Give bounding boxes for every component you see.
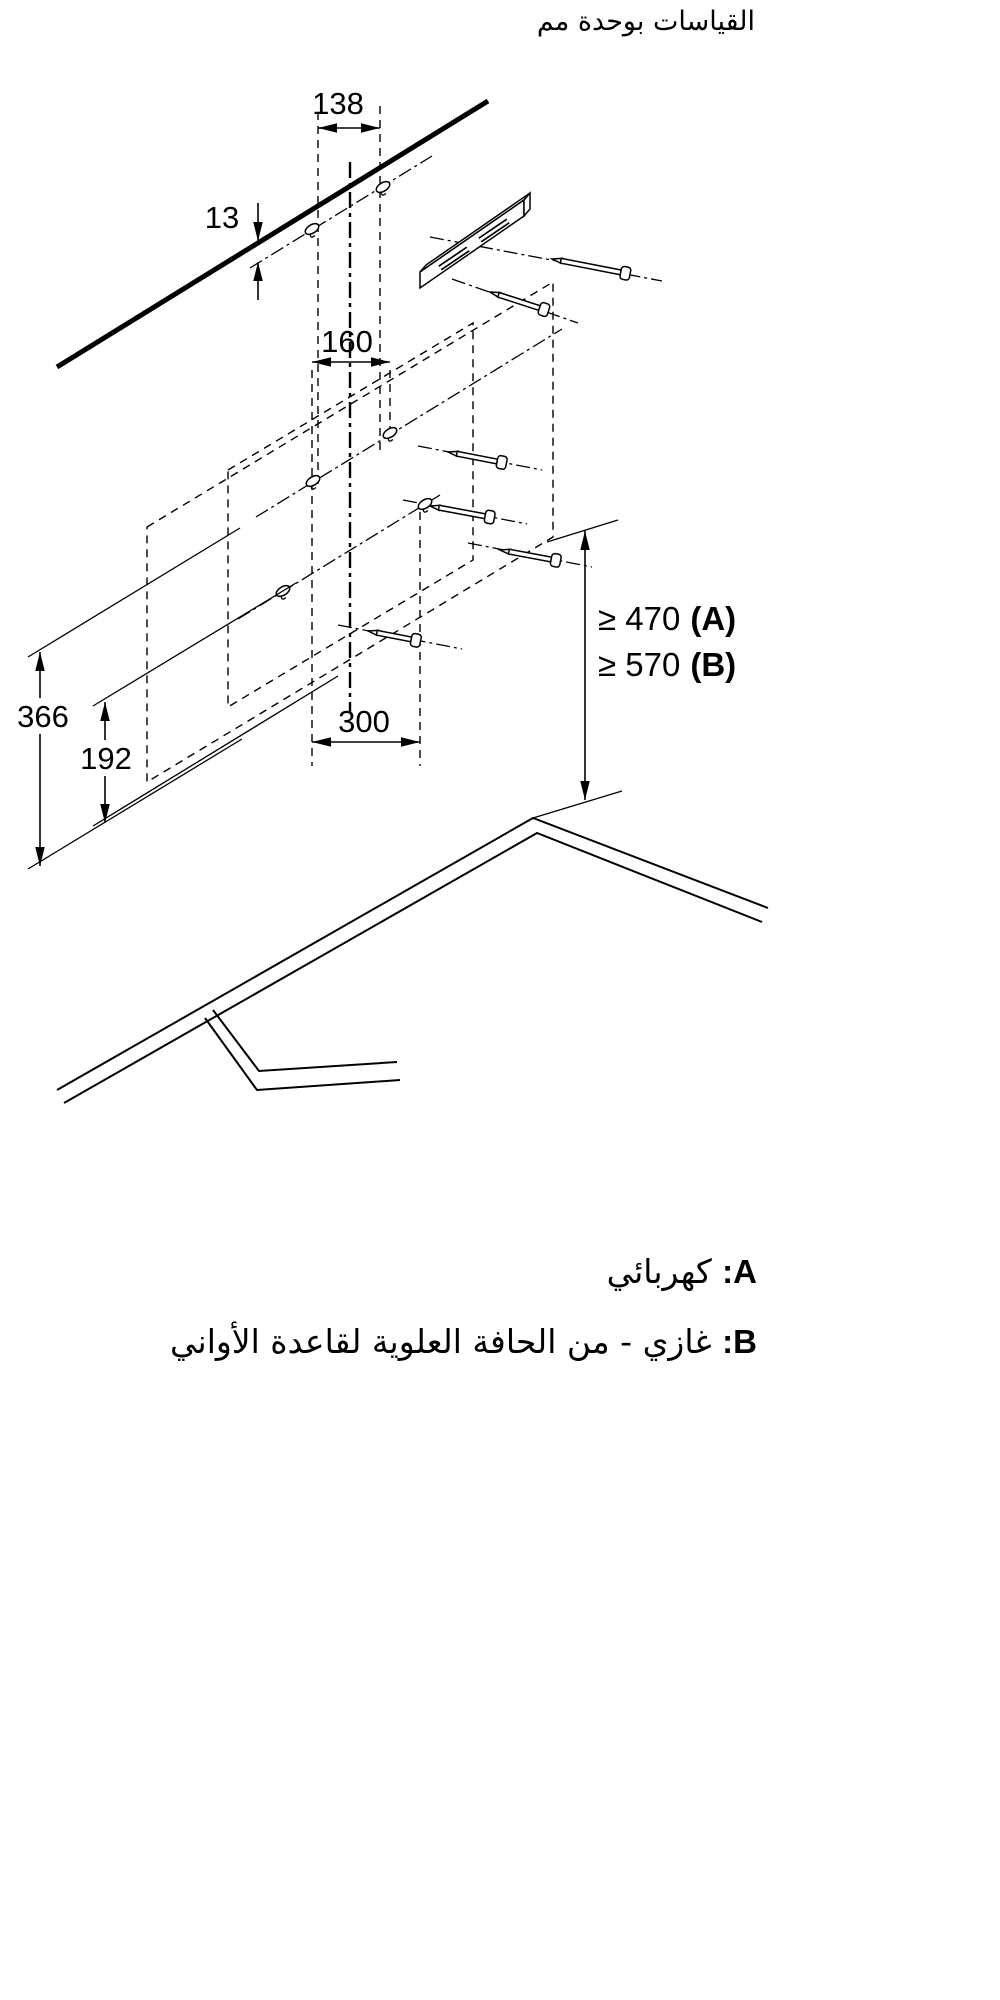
clearance-dimension: ≥ 470(A) ≥ 570(B) [532,519,736,819]
dimension-138: 138 [312,86,380,133]
hood-outline-dashed [146,280,554,784]
clearance-a-label: ≥ 470(A) [598,600,736,637]
legend-a-key: A: [722,1253,757,1290]
mounting-bracket [419,190,531,290]
mounting-hole-icon [417,497,433,513]
screw-axis-lines [337,236,663,650]
bracket-slot [438,246,470,271]
cooktop-outline [56,816,769,1104]
units-note: القياسات بوحدة مم [536,6,755,37]
mounting-hole-icon [375,180,391,196]
legend-b: B: غازي - من الحافة العلوية لقاعدة الأوا… [170,1322,757,1361]
mounting-holes [275,180,433,600]
dimension-192: 192 [78,582,339,827]
mounting-hole-icon [382,426,398,442]
screw-icon [445,450,508,470]
dimension-138-label: 138 [312,86,364,121]
dimension-160: 160 [312,324,390,367]
dimension-160-label: 160 [321,324,373,359]
installation-diagram: 138 13 160 300 366 [13,86,769,1104]
screw-icon [427,504,496,525]
screw-icon [497,548,562,568]
wall-line [55,98,490,370]
screw-icon [365,629,422,648]
mounting-hole-icon [304,222,320,238]
dimension-192-label: 192 [80,741,132,776]
screws [365,257,632,648]
legend-b-text: غازي - من الحافة العلوية لقاعدة الأواني [170,1322,712,1361]
legend-a: A: كهربائي [607,1252,757,1291]
dimension-300: 300 [312,704,420,747]
dimension-366: 366 [13,527,243,870]
projection-lines [311,106,421,766]
dimension-13-label: 13 [205,200,239,235]
screw-icon [487,291,551,318]
legend-b-key: B: [722,1323,757,1360]
dimension-366-label: 366 [17,699,69,734]
bracket-slot [478,218,510,243]
dimension-300-label: 300 [338,704,390,739]
clearance-b-label: ≥ 570(B) [598,646,736,683]
screw-icon [549,257,632,281]
mounting-hole-icon [305,474,321,490]
dimension-13: 13 [205,200,263,300]
legend-a-text: كهربائي [606,1252,712,1291]
